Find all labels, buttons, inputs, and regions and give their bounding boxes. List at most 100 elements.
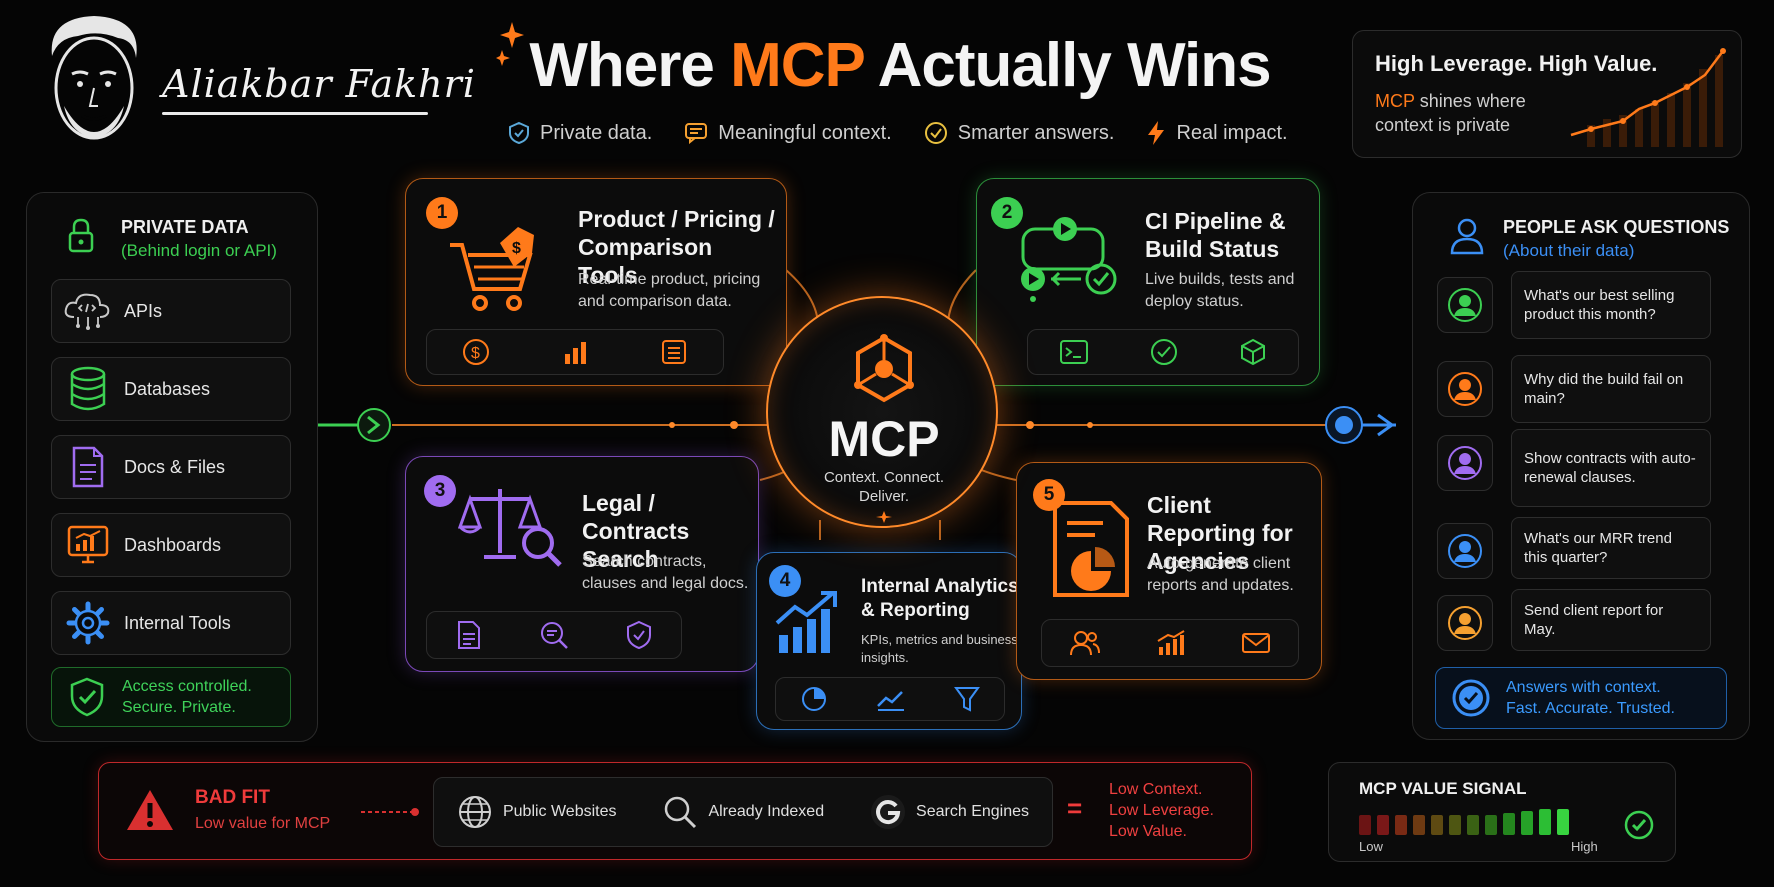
check-circle-icon [1150, 339, 1177, 365]
cloud-code-icon [64, 293, 110, 330]
dollar-icon: $ [463, 339, 490, 365]
hexagon-network-icon [854, 334, 914, 403]
bad-fit-item-search-engines: Search Engines [870, 794, 1029, 830]
card-icon-row [1027, 329, 1299, 375]
mail-icon [1241, 633, 1270, 653]
answer-line-1: Answers with context. [1506, 679, 1661, 696]
access-controlled-box: Access controlled.Secure. Private. [51, 667, 291, 727]
card-title: Legal / Contracts Search [582, 490, 690, 572]
user-avatar-icon [1448, 446, 1482, 480]
dashboard-monitor-icon [67, 525, 109, 564]
bad-fit-sources: Public Websites Already Indexed Search E… [433, 777, 1053, 847]
pie-chart-icon [802, 687, 826, 711]
signal-high-label: High [1571, 839, 1598, 854]
outcome-line: Low Value. [1109, 823, 1187, 840]
question-bubble: Why did the build fail on main? [1511, 355, 1711, 423]
terminal-icon [1059, 340, 1088, 364]
card-number-badge: 5 [1033, 479, 1065, 511]
source-item-databases[interactable]: Databases [51, 357, 291, 421]
source-item-docs[interactable]: Docs & Files [51, 435, 291, 499]
question-row[interactable]: Send client report for May. [1437, 589, 1727, 657]
tagline-private: Private data. [508, 120, 652, 146]
avatar [1437, 435, 1493, 491]
svg-text:$: $ [471, 345, 480, 362]
question-row[interactable]: What's our MRR trend this quarter? [1437, 517, 1727, 585]
user-icon [1450, 218, 1484, 255]
lightning-icon [1148, 121, 1165, 145]
bad-fit-item-public-websites: Public Websites [457, 794, 617, 830]
source-item-apis[interactable]: APIs [51, 279, 291, 343]
user-avatar-icon [1448, 372, 1482, 406]
card-icon-row: $ [426, 329, 724, 375]
use-case-card-product-pricing[interactable]: 1 $ Product / Pricing / Comparison Tools… [405, 178, 787, 386]
title-accent: MCP [730, 31, 865, 100]
signal-low-label: Low [1359, 839, 1383, 854]
use-case-card-client-reporting[interactable]: 5 Client Reporting for Agencies Auto-gen… [1016, 462, 1322, 680]
tagline-row: Private data. Meaningful context. Smarte… [508, 120, 1288, 146]
bad-fit-item-already-indexed: Already Indexed [662, 794, 824, 830]
chat-icon [685, 123, 708, 144]
author-avatar [38, 10, 150, 160]
card-title: Internal Analytics & Reporting [861, 576, 1019, 621]
tagline-text: Smarter answers. [957, 121, 1115, 144]
card-title: CI Pipeline & Build Status [1145, 208, 1286, 262]
author-name: Aliakbar Fakhri [162, 62, 476, 106]
author-underline [162, 112, 428, 115]
value-card-title: High Leverage. High Value. [1375, 51, 1658, 76]
question-row[interactable]: Why did the build fail on main? [1437, 355, 1727, 423]
shopping-cart-tag-icon: $ [450, 227, 534, 311]
card-description: Auto-generate client reports and updates… [1147, 555, 1294, 594]
question-bubble: What's our MRR trend this quarter? [1511, 517, 1711, 579]
source-item-dashboards[interactable]: Dashboards [51, 513, 291, 577]
use-case-card-internal-analytics[interactable]: 4 Internal Analytics & Reporting KPIs, m… [756, 552, 1022, 730]
growth-chart-icon [1157, 630, 1185, 655]
document-icon [457, 621, 480, 649]
card-description: Live builds, tests and deploy status. [1145, 271, 1295, 310]
signal-meter [1359, 809, 1569, 835]
mcp-value-signal: MCP VALUE SIGNAL Low High [1328, 762, 1676, 862]
gear-icon [66, 601, 110, 645]
shield-check-icon [509, 121, 529, 145]
pipeline-flow-icon [1021, 217, 1117, 302]
bad-fit-item-label: Public Websites [502, 803, 617, 820]
answer-line-2: Fast. Accurate. Trusted. [1506, 700, 1675, 717]
value-card-text: shines where context is private [1375, 91, 1526, 135]
source-item-label: Databases [124, 378, 211, 399]
source-item-label: Internal Tools [124, 612, 231, 633]
tagline-context: Meaningful context. [684, 120, 892, 146]
cube-icon [1241, 338, 1266, 366]
card-icon-row [1041, 619, 1299, 667]
growth-sparkline-icon [1570, 48, 1726, 147]
signal-title: MCP VALUE SIGNAL [1359, 779, 1527, 798]
question-row[interactable]: What's our best selling product this mon… [1437, 271, 1727, 339]
people-ask-title: PEOPLE ASK QUESTIONS [1503, 217, 1730, 237]
use-case-card-ci-pipeline[interactable]: 2 CI Pipeline & Build Status Live builds… [976, 178, 1320, 386]
question-row[interactable]: Show contracts with auto-renewal clauses… [1437, 429, 1727, 507]
bad-fit-banner: BAD FIT Low value for MCP Public Website… [98, 762, 1252, 860]
use-case-card-legal-contracts[interactable]: 3 Legal / Contracts Search Search contra… [405, 456, 759, 672]
value-card-accent: MCP [1375, 91, 1415, 111]
avatar [1437, 361, 1493, 417]
list-icon [661, 340, 686, 364]
check-badge-icon [1452, 679, 1490, 717]
private-data-panel: PRIVATE DATA (Behind login or API) APIs … [26, 192, 318, 742]
document-icon [72, 446, 104, 488]
card-number-badge: 3 [424, 475, 456, 507]
source-item-internal-tools[interactable]: Internal Tools [51, 591, 291, 655]
lock-icon [68, 218, 94, 253]
hub-subtitle: Context. Connect. Deliver. [823, 469, 945, 505]
bad-fit-title: BAD FIT [195, 787, 270, 808]
bad-fit-outcome: Low Context. Low Leverage. Low Value. [1109, 779, 1214, 842]
card-icon-row [426, 611, 682, 659]
question-bubble: Send client report for May. [1511, 589, 1711, 651]
funnel-icon [954, 687, 980, 712]
database-icon [70, 366, 106, 411]
google-g-icon [871, 795, 906, 829]
value-card: High Leverage. High Value. MCP shines wh… [1352, 30, 1742, 158]
private-data-subtitle: (Behind login or API) [121, 241, 277, 260]
people-ask-subtitle: (About their data) [1503, 241, 1635, 260]
card-description: Search contracts, clauses and legal docs… [582, 553, 749, 592]
people-ask-panel: PEOPLE ASK QUESTIONS (About their data) … [1412, 192, 1750, 740]
card-number-badge: 4 [769, 565, 801, 597]
